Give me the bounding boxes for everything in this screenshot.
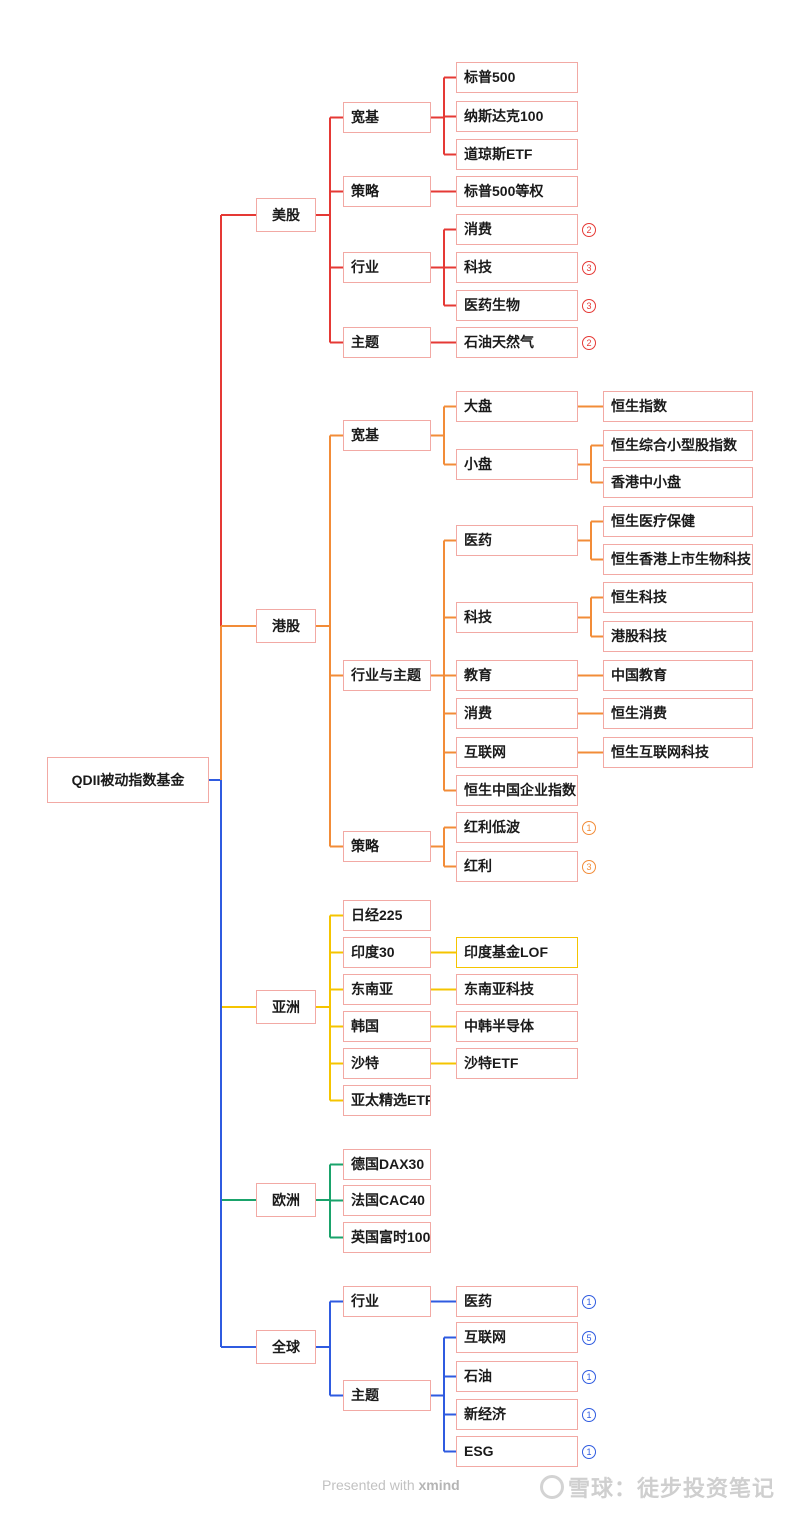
topic-node[interactable]: 互联网 (456, 737, 578, 768)
topic-node[interactable]: 法国CAC40 (343, 1185, 431, 1216)
topic-node[interactable]: 德国DAX30 (343, 1149, 431, 1180)
topic-node[interactable]: 香港中小盘 (603, 467, 753, 498)
branch-asia[interactable]: 亚洲 (256, 990, 316, 1024)
branch-hk[interactable]: 港股 (256, 609, 316, 643)
count-badge: 1 (582, 1294, 596, 1309)
topic-node[interactable]: 主题 (343, 1380, 431, 1411)
count-badge: 3 (582, 859, 596, 874)
topic-node[interactable]: 恒生消费 (603, 698, 753, 729)
count-badge: 3 (582, 260, 596, 275)
topic-node[interactable]: 石油天然气 (456, 327, 578, 358)
watermark: 雪球：徒步投资笔记 (540, 1471, 775, 1503)
branch-global[interactable]: 全球 (256, 1330, 316, 1364)
topic-node[interactable]: 宽基 (343, 420, 431, 451)
topic-node[interactable]: 东南亚科技 (456, 974, 578, 1005)
topic-node[interactable]: 恒生指数 (603, 391, 753, 422)
topic-node[interactable]: 中国教育 (603, 660, 753, 691)
count-badge: 2 (582, 335, 596, 350)
topic-node[interactable]: 石油 (456, 1361, 578, 1392)
topic-node[interactable]: 医药 (456, 525, 578, 556)
topic-node[interactable]: 纳斯达克100 (456, 101, 578, 132)
topic-node[interactable]: 红利低波 (456, 812, 578, 843)
topic-node[interactable]: 印度基金LOF (456, 937, 578, 968)
topic-node[interactable]: ESG (456, 1436, 578, 1467)
topic-node[interactable]: 英国富时100 (343, 1222, 431, 1253)
topic-node[interactable]: 韩国 (343, 1011, 431, 1042)
root-topic[interactable]: QDII被动指数基金 (47, 757, 209, 803)
topic-node[interactable]: 宽基 (343, 102, 431, 133)
topic-node[interactable]: 东南亚 (343, 974, 431, 1005)
xmind-logo-text: xmind (418, 1477, 460, 1493)
xmind-credit: Presented with xmind (322, 1477, 460, 1493)
topic-node[interactable]: 沙特ETF (456, 1048, 578, 1079)
topic-node[interactable]: 消费 (456, 698, 578, 729)
count-badge: 3 (582, 298, 596, 313)
topic-node[interactable]: 策略 (343, 831, 431, 862)
branch-us[interactable]: 美股 (256, 198, 316, 232)
count-badge: 1 (582, 1407, 596, 1422)
topic-node[interactable]: 互联网 (456, 1322, 578, 1353)
topic-node[interactable]: 策略 (343, 176, 431, 207)
topic-node[interactable]: 行业 (343, 252, 431, 283)
topic-node[interactable]: 医药生物 (456, 290, 578, 321)
topic-node[interactable]: 小盘 (456, 449, 578, 480)
topic-node[interactable]: 科技 (456, 602, 578, 633)
topic-node[interactable]: 恒生中国企业指数 (456, 775, 578, 806)
count-badge: 1 (582, 1444, 596, 1459)
topic-node[interactable]: 道琼斯ETF (456, 139, 578, 170)
count-badge: 1 (582, 1369, 596, 1384)
topic-node[interactable]: 行业与主题 (343, 660, 431, 691)
topic-node[interactable]: 科技 (456, 252, 578, 283)
topic-node[interactable]: 中韩半导体 (456, 1011, 578, 1042)
snowball-logo-icon (540, 1475, 564, 1499)
branch-eu[interactable]: 欧洲 (256, 1183, 316, 1217)
topic-node[interactable]: 主题 (343, 327, 431, 358)
topic-node[interactable]: 沙特 (343, 1048, 431, 1079)
topic-node[interactable]: 标普500等权 (456, 176, 578, 207)
count-badge: 5 (582, 1330, 596, 1345)
topic-node[interactable]: 印度30 (343, 937, 431, 968)
topic-node[interactable]: 恒生科技 (603, 582, 753, 613)
topic-node[interactable]: 恒生医疗保健 (603, 506, 753, 537)
topic-node[interactable]: 行业 (343, 1286, 431, 1317)
topic-node[interactable]: 医药 (456, 1286, 578, 1317)
topic-node[interactable]: 日经225 (343, 900, 431, 931)
topic-node[interactable]: 消费 (456, 214, 578, 245)
topic-node[interactable]: 亚太精选ETF (343, 1085, 431, 1116)
count-badge: 2 (582, 222, 596, 237)
topic-node[interactable]: 教育 (456, 660, 578, 691)
topic-node[interactable]: 恒生综合小型股指数 (603, 430, 753, 461)
presented-prefix: Presented with (322, 1477, 415, 1493)
watermark-text: 雪球：徒步投资笔记 (568, 1476, 776, 1501)
topic-node[interactable]: 港股科技 (603, 621, 753, 652)
topic-node[interactable]: 红利 (456, 851, 578, 882)
topic-node[interactable]: 恒生互联网科技 (603, 737, 753, 768)
count-badge: 1 (582, 820, 596, 835)
topic-node[interactable]: 标普500 (456, 62, 578, 93)
topic-node[interactable]: 大盘 (456, 391, 578, 422)
topic-node[interactable]: 恒生香港上市生物科技 (603, 544, 753, 575)
topic-node[interactable]: 新经济 (456, 1399, 578, 1430)
